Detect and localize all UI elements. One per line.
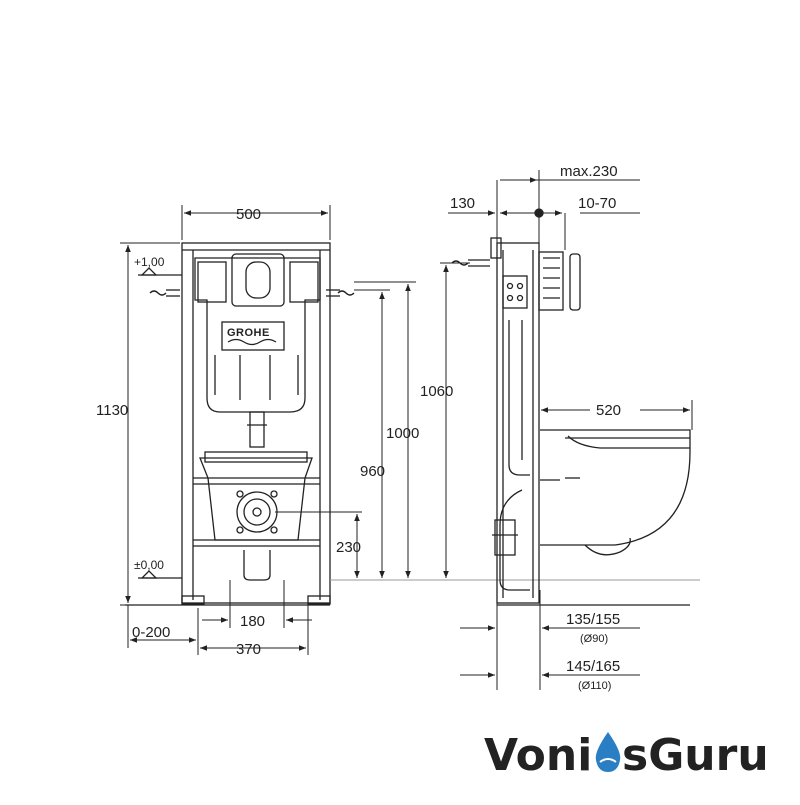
outlet-a-label: 135/155: [566, 611, 620, 628]
side-dimensions: [448, 170, 693, 690]
outlet-a-diameter: (Ø90): [580, 633, 608, 645]
offset-a-label: 130: [450, 195, 475, 212]
drain-height-label: 230: [336, 539, 361, 556]
watermark-text-1: Voni: [484, 730, 592, 781]
drain-outlet: [236, 491, 278, 533]
watermark-text-2: sGuru: [622, 730, 769, 781]
side-outlet-pipe: [499, 489, 530, 591]
offset-b-label: 10-70: [578, 195, 616, 212]
top-level-label: +1,00: [134, 255, 165, 269]
flush-plate: [231, 253, 285, 307]
inlet-height-label: 960: [360, 463, 385, 480]
cistern: [194, 257, 321, 413]
height-label: 1130: [96, 402, 128, 419]
outlet-b-diameter: (Ø110): [578, 680, 611, 692]
front-dimensions: [120, 205, 700, 655]
depth-max-label: max.230: [560, 163, 618, 180]
side-valve-block: [502, 275, 528, 309]
floor-level-marker-icon: [140, 570, 158, 579]
flush-pipe: [249, 411, 265, 448]
bowl-length-label: 520: [596, 402, 621, 419]
logo-plate: [221, 321, 285, 351]
inner-span-label: 180: [240, 613, 265, 630]
side-frame: [496, 242, 540, 604]
outer-span-label: 370: [236, 641, 261, 658]
pan-bracket: [199, 457, 313, 541]
side-bowl: [540, 429, 691, 546]
floor-level-label: ±0,00: [134, 558, 164, 572]
watermark: Voni sGuru: [484, 730, 769, 781]
width-label: 500: [236, 206, 261, 223]
water-drop-icon: [595, 732, 621, 772]
frame-outline: [181, 242, 331, 604]
side-view: [451, 180, 691, 690]
outlet-b-label: 145/165: [566, 658, 620, 675]
front-view: [125, 242, 355, 606]
top-height-label: 1060: [420, 383, 453, 400]
offset-label: 0-200: [132, 624, 170, 641]
frame-height-label: 1000: [386, 425, 419, 442]
top-level-marker-icon: [140, 267, 158, 276]
panel-logo-text: GROHE: [227, 327, 270, 339]
